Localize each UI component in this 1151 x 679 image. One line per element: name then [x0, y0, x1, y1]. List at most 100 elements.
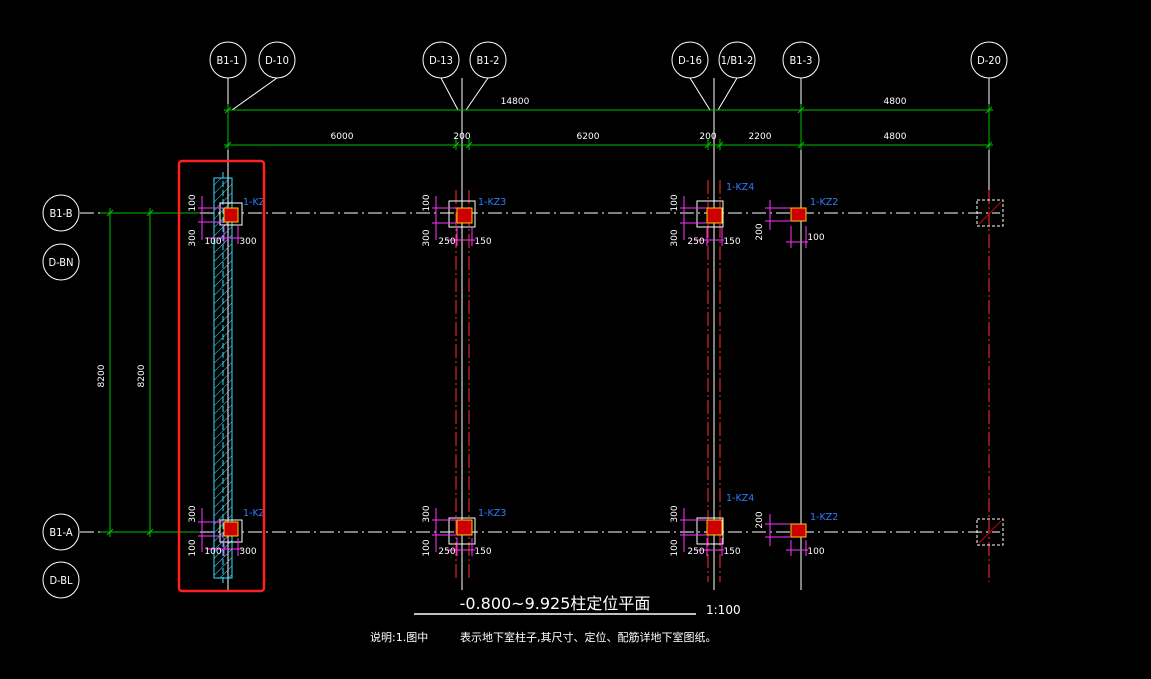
offset-text: 100	[204, 237, 221, 247]
dim-text: 4800	[884, 97, 907, 107]
grid-bubble-d-bl: D-BL	[42, 561, 80, 599]
dim-text: 200	[453, 132, 470, 142]
bubble-leaders	[231, 77, 738, 111]
left-grid-bubbles: B1-B D-BN B1-A D-BL	[42, 194, 80, 599]
offset-text: 300	[188, 229, 198, 246]
grid-bubble-d-10: D-10	[258, 41, 296, 79]
offset-text: 300	[670, 505, 680, 522]
column-label: 1-KZ3	[478, 197, 506, 208]
column-label: 1-KZ2	[810, 512, 838, 523]
offset-text: 300	[422, 229, 432, 246]
column-1-kz-bottom	[219, 519, 243, 543]
dim-text: 4800	[884, 132, 907, 142]
grid-bubble-label: 1/B1-2	[721, 54, 754, 67]
grid-bubble-d-13: D-13	[422, 41, 460, 79]
offset-text: 250	[438, 547, 455, 557]
offset-text: 300	[239, 237, 256, 247]
offset-text: 300	[422, 505, 432, 522]
grid-bubble-b1-a: B1-A	[42, 513, 80, 551]
offset-text: 300	[670, 229, 680, 246]
offset-text: 200	[755, 511, 765, 528]
offset-text: 250	[687, 237, 704, 247]
offset-dimension-lines	[198, 196, 808, 556]
dim-text: 8200	[97, 364, 107, 387]
drawing-title: -0.800~9.925柱定位平面	[460, 594, 651, 613]
column-label: 1-KZ	[243, 508, 266, 519]
offset-text: 150	[723, 547, 740, 557]
grid-bubble-label: D-BN	[49, 256, 74, 269]
offset-text: 200	[755, 223, 765, 240]
left-dimension-lines	[100, 208, 200, 537]
grid-bubble-b1-1: B1-1	[209, 41, 247, 79]
offset-text: 100	[188, 539, 198, 556]
column-1-kz2-top	[790, 207, 807, 222]
column-1-kz2-bottom	[790, 523, 807, 538]
offset-text: 250	[438, 237, 455, 247]
drawing-title-block: -0.800~9.925柱定位平面 1:100 说明:1.图中 表示地下室柱子,…	[370, 594, 741, 644]
offset-text: 100	[807, 547, 824, 557]
dimension-texts: 14800 4800 6000 200 6200 200 2200 4800 8…	[97, 97, 907, 387]
basement-wall	[213, 172, 233, 584]
offset-text: 300	[239, 547, 256, 557]
offset-text: 150	[723, 237, 740, 247]
grid-bubble-label: B1-B	[49, 207, 72, 220]
offset-text: 100	[422, 194, 432, 211]
grid-bubble-label: B1-1	[217, 54, 240, 67]
offset-text: 100	[807, 233, 824, 243]
grid-bubble-label: B1-2	[477, 54, 500, 67]
offset-text: 250	[687, 547, 704, 557]
column-label: 1-KZ3	[478, 508, 506, 519]
note-body: 表示地下室柱子,其尺寸、定位、配筋详地下室图纸。	[460, 630, 717, 644]
grid-bubble-label: B1-A	[49, 526, 72, 539]
column-1-kz3-bottom	[448, 517, 476, 545]
offset-text: 100	[204, 547, 221, 557]
offset-text: 100	[188, 194, 198, 211]
vertical-grid-lines	[227, 78, 990, 590]
grid-bubble-b1-b: B1-B	[42, 194, 80, 232]
grid-bubble-d-16: D-16	[671, 41, 709, 79]
column-label: 1-KZ4	[726, 182, 754, 193]
grid-bubble-b1-2: B1-2	[469, 41, 507, 79]
note-legend-swatch	[440, 632, 454, 642]
offset-text: 100	[422, 539, 432, 556]
grid-axis-dashdot-lines	[455, 180, 990, 582]
offset-text: 150	[474, 547, 491, 557]
dim-text: 6200	[577, 132, 600, 142]
offset-text: 100	[670, 539, 680, 556]
drawing-scale: 1:100	[706, 603, 741, 617]
column-labels: 1-KZ 1-KZ3 1-KZ4 1-KZ2 1-KZ 1-KZ3 1-KZ4 …	[243, 182, 838, 523]
dim-text: 14800	[501, 97, 530, 107]
top-dimension-lines	[224, 104, 993, 150]
grid-bubble-label: B1-3	[790, 54, 813, 67]
grid-bubble-label: D-16	[678, 54, 702, 67]
grid-bubble-1-b1-2: 1/B1-2	[718, 41, 756, 79]
column-d-20-bottom	[976, 518, 1004, 546]
grid-bubble-d-20: D-20	[970, 41, 1008, 79]
column-markers	[219, 199, 1004, 546]
grid-bubble-label: D-10	[265, 54, 289, 67]
offset-text: 150	[474, 237, 491, 247]
grid-bubble-label: D-13	[429, 54, 453, 67]
column-1-kz4-top	[696, 200, 724, 228]
dim-text: 8200	[137, 364, 147, 387]
offset-text: 100	[670, 194, 680, 211]
dim-text: 6000	[331, 132, 354, 142]
dim-text: 200	[699, 132, 716, 142]
offset-text: 300	[188, 505, 198, 522]
column-1-kz3-top	[448, 200, 476, 228]
grid-bubble-b1-3: B1-3	[782, 41, 820, 79]
selection-highlight-box[interactable]	[177, 159, 266, 593]
column-d-20-top	[976, 199, 1004, 227]
offset-dimension-texts: 100 300 100 300 100 300 250 150 100 300 …	[188, 194, 825, 557]
grid-bubble-label: D-20	[977, 54, 1001, 67]
column-1-kz4-bottom	[696, 517, 724, 545]
grid-bubble-label: D-BL	[49, 574, 73, 587]
top-grid-bubbles: B1-1 D-10 D-13 B1-2 D-16 1/B1-2 B1-3 D-2…	[209, 41, 1008, 79]
dim-text: 2200	[749, 132, 772, 142]
column-label: 1-KZ	[243, 197, 266, 208]
note-prefix: 说明:1.图中	[370, 630, 428, 644]
grid-bubble-d-bn: D-BN	[42, 243, 80, 281]
column-label: 1-KZ4	[726, 493, 754, 504]
column-label: 1-KZ2	[810, 197, 838, 208]
